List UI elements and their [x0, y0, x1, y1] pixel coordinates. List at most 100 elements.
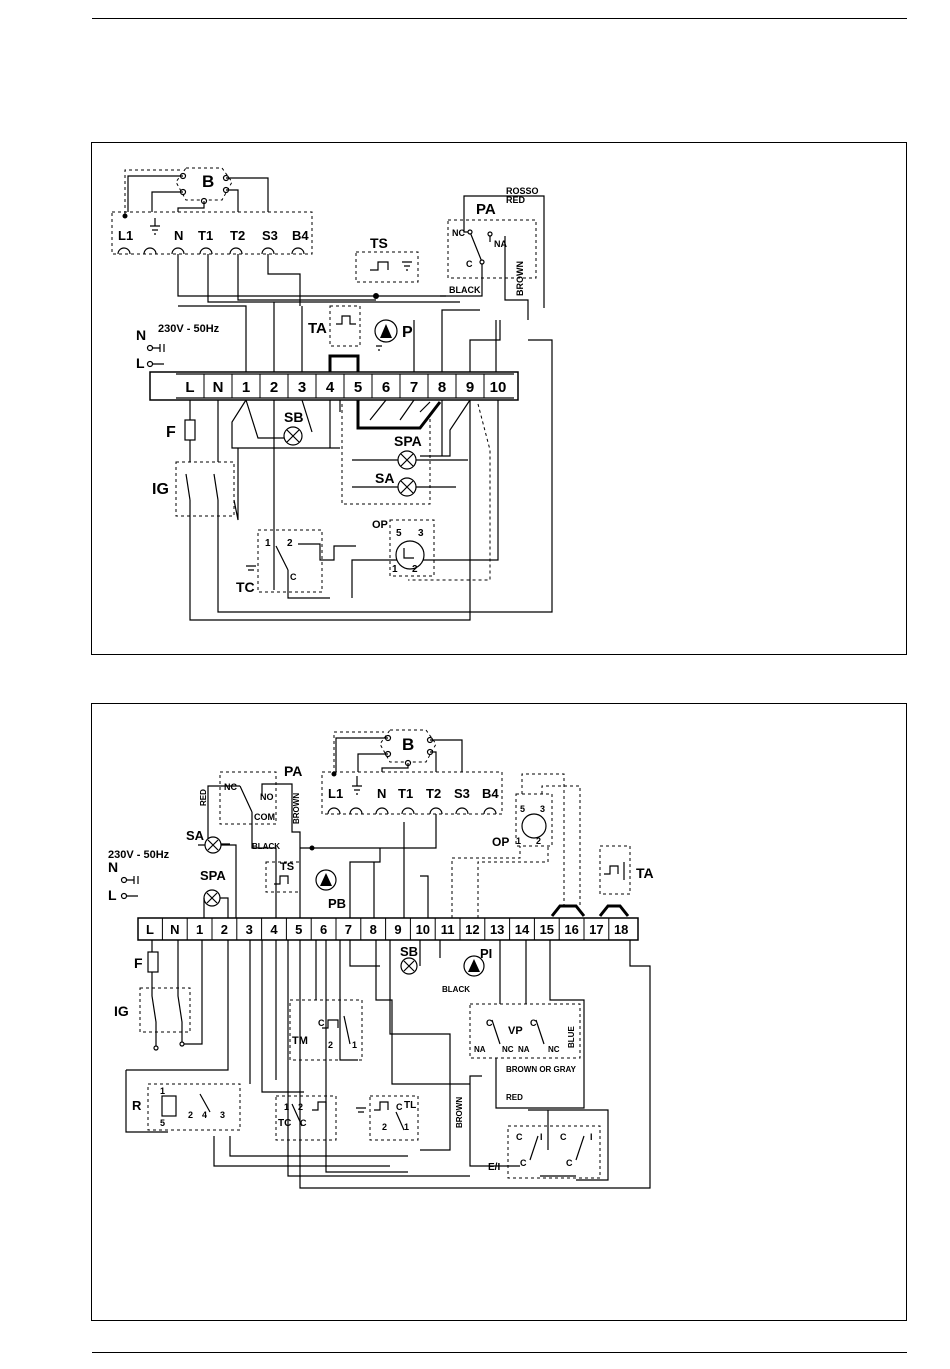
terminal-14: 14	[515, 922, 530, 937]
terminal-10: 10	[490, 379, 507, 396]
fuse-f-2	[147, 951, 159, 973]
label-red: RED	[506, 195, 526, 205]
terminal-9: 9	[394, 922, 401, 937]
terminal-6: 6	[320, 922, 327, 937]
vp-pin-nc: NC	[502, 1045, 514, 1054]
tl-box	[369, 1095, 419, 1141]
top-terminal-l1: L1	[118, 228, 133, 243]
supply-l-2: L	[108, 887, 117, 903]
label-pa-nc: NC	[452, 228, 465, 238]
label-tc-2: TC	[278, 1118, 291, 1129]
label-spa-2: SPA	[200, 868, 226, 883]
tc-pin-2: 2	[287, 538, 293, 549]
top-terminal-s3: S3	[262, 228, 278, 243]
label-brown-2: BROWN	[455, 1097, 464, 1128]
tc-box-2	[275, 1095, 337, 1141]
label-tl: TL	[404, 1100, 416, 1111]
tc2-pin-c: C	[300, 1118, 307, 1128]
supply-l-1: L	[136, 355, 145, 371]
terminal-11: 11	[441, 922, 455, 937]
label-pa2-black: BLACK	[252, 842, 280, 851]
label-brown: BROWN	[515, 261, 525, 296]
top-terminal-t1: T1	[198, 228, 213, 243]
label-pa2-nc: NC	[224, 782, 237, 792]
op2-pin-1: 1	[516, 836, 521, 846]
op-box-2	[515, 793, 553, 847]
label-f-2: F	[134, 955, 143, 971]
label-sa-2: SA	[186, 828, 205, 843]
terminal-1: 1	[242, 379, 250, 396]
op-pin-2: 2	[412, 564, 418, 575]
label-ta: TA	[308, 320, 327, 337]
ei-pin-c1: C	[516, 1132, 523, 1142]
ei-pin-c3: C	[520, 1158, 527, 1168]
terminal-block-1	[149, 371, 519, 401]
label-blue: BLUE	[567, 1026, 576, 1048]
r-pin-4: 4	[202, 1110, 207, 1120]
top-terminal-box-2	[321, 771, 503, 815]
diagram-1: B L1 N T1 T2 S3 B4 PA NC NA C ROSSO RED …	[111, 167, 553, 621]
terminal-n: N	[170, 922, 179, 937]
relay-r-box	[147, 1083, 241, 1131]
vp-pin-na: NA	[474, 1045, 486, 1054]
top2-t2: T2	[426, 786, 441, 801]
vp-pin-nc2: NC	[548, 1045, 560, 1054]
vp-pin-c2: C	[530, 1018, 537, 1028]
terminal-3: 3	[298, 379, 306, 396]
terminal-15: 15	[540, 922, 554, 937]
top2-b4: B4	[482, 786, 499, 801]
r-pin-5: 5	[160, 1118, 165, 1128]
label-ig: IG	[152, 481, 169, 498]
r-pin-3: 3	[220, 1110, 225, 1120]
top-terminal-t2: T2	[230, 228, 245, 243]
label-op-2: OP	[492, 835, 509, 849]
ei-pin-c4: C	[566, 1158, 573, 1168]
top2-n: N	[377, 786, 386, 801]
ig-box-2	[139, 987, 191, 1033]
tm-pin-2: 2	[328, 1040, 333, 1050]
label-sb-2: SB	[400, 944, 418, 959]
label-pa-na: NA	[494, 239, 507, 249]
fuse-f-1	[184, 419, 196, 441]
terminal-18: 18	[614, 922, 628, 937]
terminal-9: 9	[466, 379, 474, 396]
op-pin-3: 3	[418, 528, 424, 539]
label-red-2: RED	[506, 1093, 523, 1102]
label-b: B	[202, 172, 214, 191]
tl-pin-2: 2	[382, 1122, 387, 1132]
ei-pin-i2: I	[590, 1132, 593, 1142]
label-pa: PA	[476, 201, 496, 218]
top2-s3: S3	[454, 786, 470, 801]
label-sb: SB	[284, 409, 303, 425]
vp-pin-c: C	[486, 1018, 493, 1028]
r-pin-1: 1	[160, 1086, 165, 1096]
label-black: BLACK	[449, 285, 481, 295]
supply-voltage-1: 230V - 50Hz	[158, 323, 220, 335]
ta-box-1	[329, 305, 361, 347]
terminal-5: 5	[295, 922, 302, 937]
top-terminal-n: N	[174, 228, 183, 243]
supply-n-1: N	[136, 327, 146, 343]
label-black-2: BLACK	[442, 985, 470, 994]
top2-l1: L1	[328, 786, 343, 801]
tc-box-1	[257, 529, 323, 593]
vp-pin-na2: NA	[518, 1045, 530, 1054]
burner-b-2	[379, 729, 437, 763]
ts-box-1	[355, 251, 419, 283]
supply-n-2: N	[108, 859, 118, 875]
diagram-2: B L1 N T1 T2 S3 B4 PA NC NO COM RED BROW…	[108, 729, 654, 1189]
terminal-3: 3	[246, 922, 253, 937]
terminal-4: 4	[270, 922, 278, 937]
top-rule	[92, 18, 907, 19]
burner-b-1: B	[175, 167, 233, 205]
terminal-2: 2	[270, 379, 278, 396]
label-ts-2: TS	[280, 861, 294, 873]
op2-pin-5: 5	[520, 804, 525, 814]
terminal-16: 16	[564, 922, 578, 937]
tc-pin-1: 1	[265, 538, 271, 549]
r-pin-2: 2	[188, 1110, 193, 1120]
label-spa: SPA	[394, 433, 422, 449]
pa-box-1	[447, 219, 537, 279]
